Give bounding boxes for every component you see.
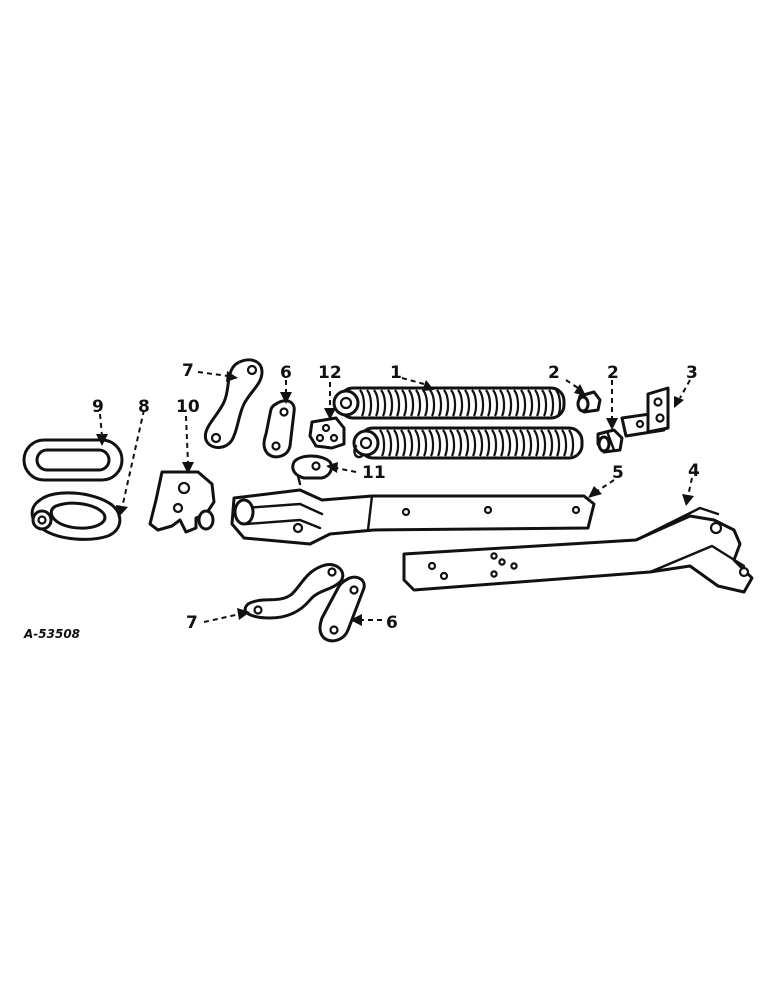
spring-coil-winding (492, 389, 499, 417)
part-3-angle-bracket (620, 386, 670, 438)
spring-coil-winding (408, 389, 415, 417)
spring-coil-winding (379, 429, 386, 457)
spring-coil-winding (548, 389, 555, 417)
part-5-draw-bar (230, 488, 596, 546)
callout-9: 9 (92, 397, 104, 417)
spring-coil-winding (450, 389, 457, 417)
spring-coil-winding (435, 429, 442, 457)
part-6-lower-bar (318, 575, 366, 643)
spring-coil-winding (470, 429, 477, 457)
part-7-upper-strap (203, 358, 264, 449)
part-2-plug-upper (576, 390, 602, 414)
callout-leaders (96, 371, 694, 626)
part-12-bracket (308, 416, 346, 450)
spring-coil-winding (477, 429, 484, 457)
spring-coil-winding (429, 389, 436, 417)
spring-coil-winding (463, 429, 470, 457)
spring-coil-winding (471, 389, 478, 417)
spring-coil-winding (519, 429, 526, 457)
callout-11: 11 (362, 463, 386, 483)
spring-coil-winding (457, 389, 464, 417)
spring-coil-winding (533, 429, 540, 457)
spring-coil-winding (512, 429, 519, 457)
part-1-springs (332, 386, 584, 460)
spring-coil-winding (561, 429, 568, 457)
callout-5: 5 (612, 463, 624, 483)
spring-coil-winding (436, 389, 443, 417)
spring-coil-winding (366, 389, 373, 417)
spring-coil-winding (393, 429, 400, 457)
spring-coil-winding (478, 389, 485, 417)
part-7-lower-strap (243, 563, 345, 620)
spring-coil-winding (484, 429, 491, 457)
spring-coil-winding (547, 429, 554, 457)
spring-coil-winding (443, 389, 450, 417)
spring-coil-winding (456, 429, 463, 457)
callout-3: 3 (686, 363, 698, 383)
spring-coil-winding (505, 429, 512, 457)
part-6-upper-bar (262, 399, 296, 459)
callout-4: 4 (688, 461, 700, 481)
spring-coil-winding (485, 389, 492, 417)
part-9-oval-link (22, 438, 124, 482)
spring-coil-winding (541, 389, 548, 417)
spring-coil-winding (540, 429, 547, 457)
spring-coil-winding (464, 389, 471, 417)
spring-coil-winding (442, 429, 449, 457)
spring-coil-winding (359, 389, 366, 417)
callout-2b: 2 (607, 363, 619, 383)
spring-coil-winding (520, 389, 527, 417)
part-8-shackle (30, 491, 122, 541)
spring-coil-winding (526, 429, 533, 457)
spring-coil-winding (373, 389, 380, 417)
spring-coil-winding (554, 429, 561, 457)
spring-coil-winding (380, 389, 387, 417)
spring-coil-winding (449, 429, 456, 457)
spring-coil-winding (555, 389, 562, 417)
callout-6b: 6 (386, 613, 398, 633)
spring-coil-winding (491, 429, 498, 457)
lower-spring-coils (379, 429, 575, 457)
spring-coil-winding (428, 429, 435, 457)
callout-1: 1 (390, 363, 402, 383)
callout-6a: 6 (280, 363, 292, 383)
callout-7b: 7 (186, 613, 198, 633)
spring-coil-winding (401, 389, 408, 417)
spring-coil-winding (513, 389, 520, 417)
spring-coil-winding (414, 429, 421, 457)
spring-coil-winding (387, 389, 394, 417)
callout-12: 12 (318, 363, 342, 383)
spring-coil-winding (415, 389, 422, 417)
spring-coil-winding (506, 389, 513, 417)
callout-2a: 2 (548, 363, 560, 383)
spring-coil-winding (498, 429, 505, 457)
spring-coil-winding (400, 429, 407, 457)
spring-coil-winding (422, 389, 429, 417)
spring-coil-winding (568, 429, 575, 457)
part-11-clip (291, 454, 334, 486)
upper-spring-coils (359, 389, 562, 417)
part-4-yoke-bar (402, 506, 754, 594)
callout-10: 10 (176, 397, 200, 417)
part-10-latch-plate (148, 470, 216, 534)
spring-coil-winding (394, 389, 401, 417)
spring-coil-winding (527, 389, 534, 417)
spring-coil-winding (386, 429, 393, 457)
part-2-plug-lower (596, 428, 624, 454)
figure-id: A-53508 (23, 627, 80, 641)
spring-coil-winding (421, 429, 428, 457)
spring-coil-winding (407, 429, 414, 457)
spring-coil-winding (499, 389, 506, 417)
spring-coil-winding (534, 389, 541, 417)
callout-7a: 7 (182, 361, 194, 381)
callout-8: 8 (138, 397, 150, 417)
